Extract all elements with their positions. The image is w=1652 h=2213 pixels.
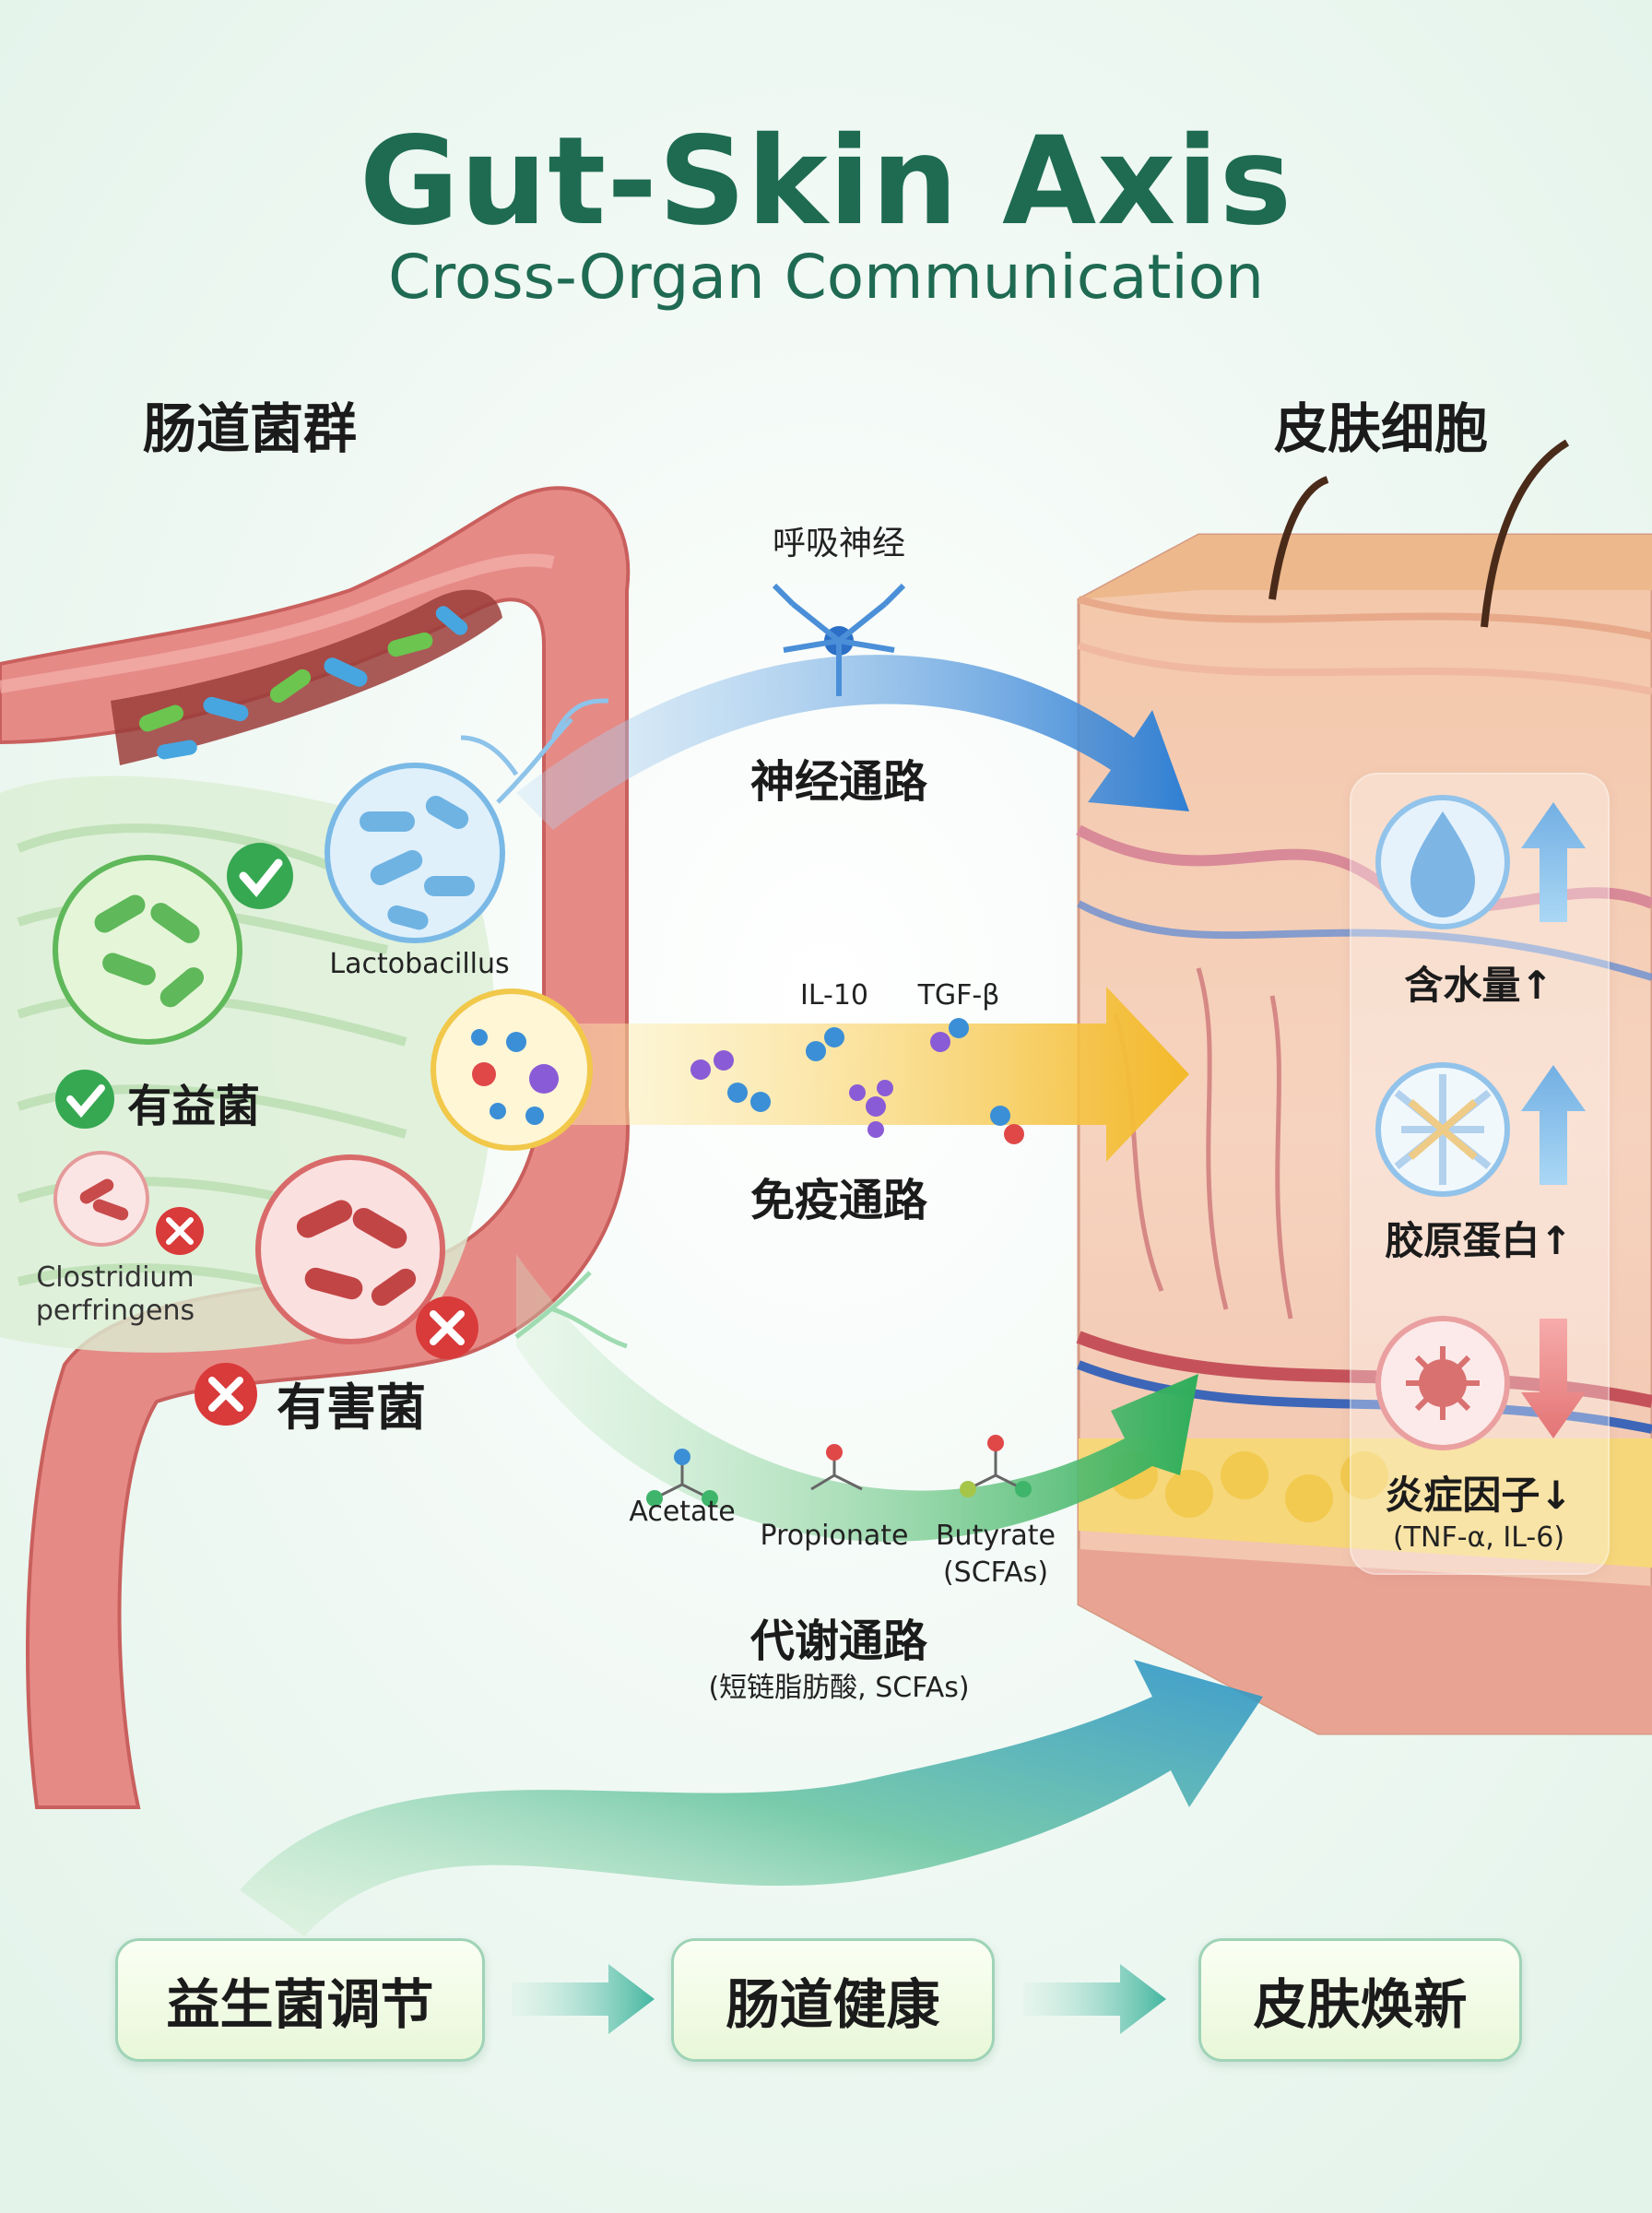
harmful-bacteria-label: 有害菌 xyxy=(277,1379,426,1437)
skin-effects-panel xyxy=(1350,773,1610,1575)
metabolic-molecules xyxy=(646,1435,1032,1507)
close-icon xyxy=(156,1207,204,1255)
immune-pathway-arrow xyxy=(553,987,1189,1162)
inflammation-label: 炎症因子↓ xyxy=(1385,1473,1573,1518)
lactobacillus-label: Lactobacillus xyxy=(329,948,510,980)
check-icon xyxy=(227,843,293,909)
immune-cells-circle xyxy=(431,988,593,1151)
nerve-pathway-arrow xyxy=(460,583,1189,830)
check-icon xyxy=(55,1070,114,1129)
skin-cells-heading: 皮肤细胞 xyxy=(1274,397,1489,460)
immune-molecules xyxy=(690,1018,1024,1144)
metabolic-pathway-note: (短链脂肪酸, SCFAs) xyxy=(708,1672,970,1704)
flow-arrow-2 xyxy=(1023,1964,1166,2034)
page-subtitle: Cross-Organ Communication xyxy=(388,242,1264,313)
butyrate-label: Butyrate xyxy=(935,1520,1056,1552)
propionate-label: Propionate xyxy=(760,1520,909,1552)
inflammation-note: (TNF-α, IL-6) xyxy=(1392,1521,1565,1554)
good-bacteria-circle xyxy=(53,855,242,1045)
gut-microbiota-heading: 肠道菌群 xyxy=(143,397,358,460)
gut-health-box: 肠道健康 xyxy=(671,1938,995,2062)
water-drop-icon xyxy=(1375,795,1510,929)
beneficial-bacteria-label: 有益菌 xyxy=(127,1081,261,1132)
metabolic-pathway-label: 代谢通路 xyxy=(749,1615,927,1667)
inflammation-cell-icon xyxy=(1375,1316,1510,1450)
metabolic-pathway-arrow xyxy=(514,1254,1198,1542)
lactobacillus-circle xyxy=(324,763,505,943)
harmful-bacteria-circle xyxy=(255,1154,445,1344)
probiotic-regulation-box: 益生菌调节 xyxy=(115,1938,485,2062)
arrow-down-icon xyxy=(1521,1319,1586,1438)
arrow-up-icon xyxy=(1521,1065,1586,1185)
clostridium-label-2: perfringens xyxy=(35,1295,195,1327)
collagen-label: 胶原蛋白↑ xyxy=(1385,1218,1573,1263)
close-icon xyxy=(195,1363,257,1426)
il10-label: IL-10 xyxy=(799,979,869,1012)
acetate-label: Acetate xyxy=(629,1496,736,1528)
skin-renewal-box: 皮肤焕新 xyxy=(1198,1938,1522,2062)
flow-arrow-1 xyxy=(512,1964,655,2034)
nerve-pathway-label: 神经通路 xyxy=(749,756,927,808)
scfas-label: (SCFAs) xyxy=(942,1556,1049,1589)
immune-pathway-label: 免疫通路 xyxy=(749,1175,927,1226)
clostridium-label-1: Clostridium xyxy=(36,1261,195,1294)
clostridium-circle xyxy=(53,1151,149,1247)
collagen-fiber-icon xyxy=(1375,1062,1510,1197)
tgf-beta-label: TGF-β xyxy=(917,979,1000,1012)
nerve-top-label: 呼吸神经 xyxy=(772,525,905,562)
arrow-up-icon xyxy=(1521,802,1586,922)
page-title: Gut-Skin Axis xyxy=(359,111,1293,253)
close-icon xyxy=(416,1296,478,1359)
moisture-label: 含水量↑ xyxy=(1404,963,1553,1008)
flow-sweep-arrow xyxy=(240,1660,1263,1936)
